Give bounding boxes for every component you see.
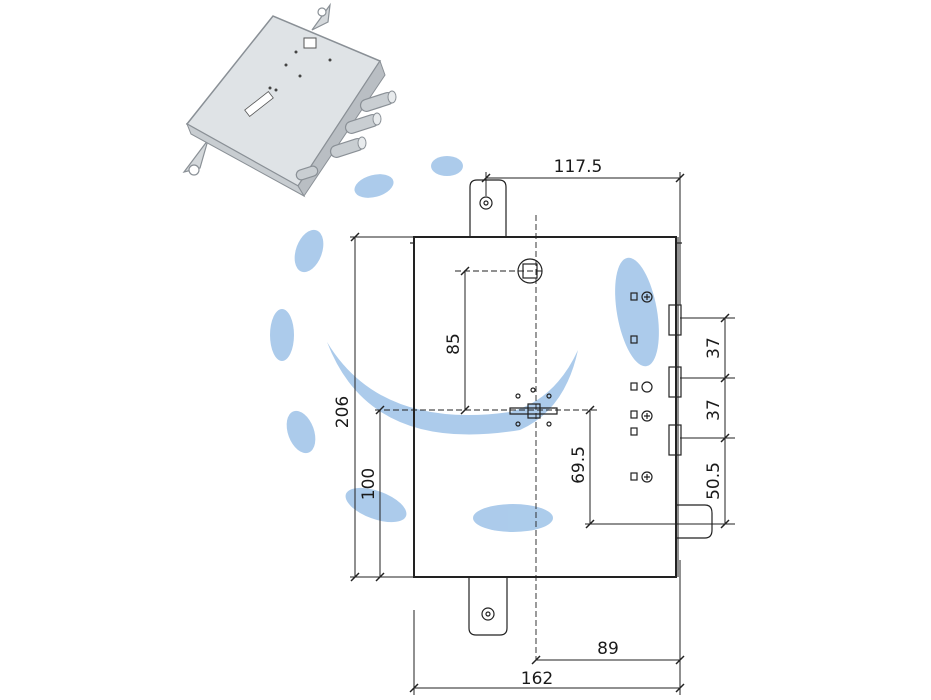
bolt-3: [668, 424, 682, 456]
dim-bolt-spacing-upper: 37: [704, 337, 724, 359]
dim-top-width: 117.5: [554, 157, 603, 177]
dim-bottom-bolt-offset: 50.5: [704, 462, 724, 500]
dim-handle-to-cylinder: 85: [444, 333, 464, 355]
top-mounting-tab: [469, 179, 507, 237]
bolt-1: [668, 304, 682, 336]
faceplate-screws: [630, 291, 653, 483]
deadbolt-tongue: [676, 504, 713, 539]
dimension-labels: 117.5 206 100 85 69.5 37 37 50.5 89 162: [333, 157, 724, 689]
dim-lower-height: 100: [359, 468, 379, 500]
dim-cylinder-to-deadbolt: 69.5: [569, 446, 589, 484]
bolt-2: [668, 366, 682, 398]
dim-total-width: 162: [521, 669, 553, 689]
dim-bolt-spacing-lower: 37: [704, 399, 724, 421]
lock-drawing: [350, 172, 735, 695]
dim-total-height: 206: [333, 396, 353, 428]
top-screw-hole: [479, 196, 493, 210]
watermark-logo: [270, 156, 659, 532]
lock-photo: [182, 2, 397, 198]
dim-backset: 89: [597, 639, 619, 659]
bottom-screw-hole: [481, 607, 495, 621]
lock-case: [413, 236, 677, 578]
bottom-mounting-tab: [468, 578, 508, 636]
cylinder-slot: [509, 407, 558, 415]
